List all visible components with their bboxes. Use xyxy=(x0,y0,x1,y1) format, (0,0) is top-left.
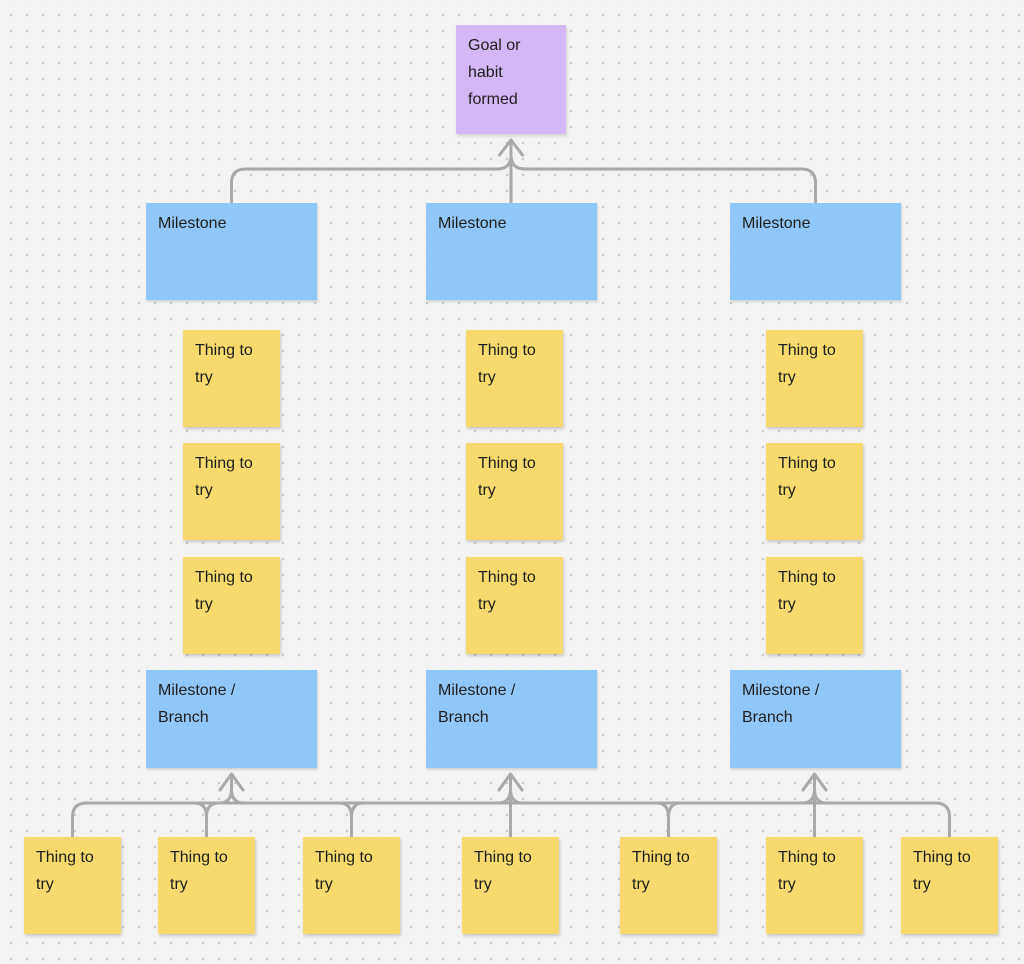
sticky-thing-bottom-5[interactable]: Thing to try xyxy=(620,837,717,934)
connector-things-to-branches[interactable] xyxy=(71,772,951,838)
sticky-thing-col1-row2[interactable]: Thing to try xyxy=(183,443,280,540)
connector-riser-thing-3[interactable] xyxy=(338,801,365,838)
connector-milestones-to-goal[interactable] xyxy=(230,138,817,204)
sticky-thing-bottom-4[interactable]: Thing to try xyxy=(462,837,559,934)
arrowhead-goal-icon xyxy=(498,138,524,157)
sticky-thing-col3-row3[interactable]: Thing to try xyxy=(766,557,863,654)
arrowhead-branch-left-icon xyxy=(218,772,245,792)
arrowhead-branch-center-icon xyxy=(497,772,524,792)
connector-riser-thing-5[interactable] xyxy=(655,801,682,838)
connector-left-milestone-to-goal[interactable] xyxy=(230,153,513,204)
sticky-thing-col2-row1[interactable]: Thing to try xyxy=(466,330,563,427)
sticky-thing-col3-row1[interactable]: Thing to try xyxy=(766,330,863,427)
sticky-thing-bottom-2[interactable]: Thing to try xyxy=(158,837,255,934)
sticky-thing-bottom-3[interactable]: Thing to try xyxy=(303,837,400,934)
shape-branch-3[interactable]: Milestone / Branch xyxy=(730,670,901,768)
shape-branch-2[interactable]: Milestone / Branch xyxy=(426,670,597,768)
sticky-thing-col3-row2[interactable]: Thing to try xyxy=(766,443,863,540)
sticky-thing-col1-row1[interactable]: Thing to try xyxy=(183,330,280,427)
sticky-thing-col2-row2[interactable]: Thing to try xyxy=(466,443,563,540)
connector-stem-branch-right[interactable] xyxy=(801,776,828,838)
connector-stem-branch-left[interactable] xyxy=(218,776,245,805)
sticky-thing-col1-row3[interactable]: Thing to try xyxy=(183,557,280,654)
shape-milestone-2[interactable]: Milestone xyxy=(426,203,597,300)
shape-branch-1[interactable]: Milestone / Branch xyxy=(146,670,317,768)
sticky-thing-bottom-6[interactable]: Thing to try xyxy=(766,837,863,934)
connector-right-milestone-to-goal[interactable] xyxy=(509,153,817,204)
connector-riser-thing-2[interactable] xyxy=(193,801,220,838)
shape-milestone-1[interactable]: Milestone xyxy=(146,203,317,300)
sticky-thing-col2-row3[interactable]: Thing to try xyxy=(466,557,563,654)
sticky-thing-bottom-7[interactable]: Thing to try xyxy=(901,837,998,934)
sticky-thing-bottom-1[interactable]: Thing to try xyxy=(24,837,121,934)
connector-stem-branch-center[interactable] xyxy=(497,776,524,838)
shape-milestone-3[interactable]: Milestone xyxy=(730,203,901,300)
arrowhead-branch-right-icon xyxy=(801,772,828,792)
sticky-note-goal[interactable]: Goal or habit formed xyxy=(456,25,566,134)
